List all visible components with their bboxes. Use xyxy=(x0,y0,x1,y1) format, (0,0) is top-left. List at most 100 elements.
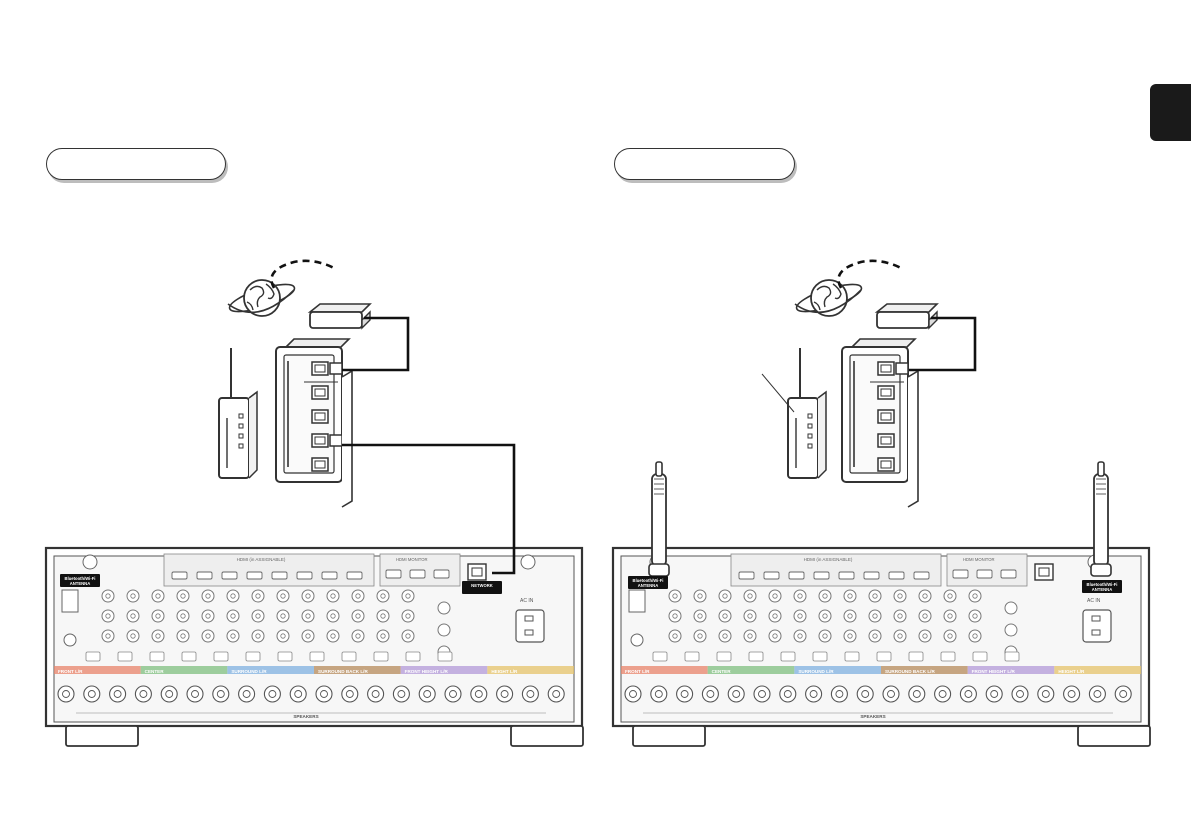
hdmi-input-port xyxy=(346,571,363,580)
control-port xyxy=(1004,651,1020,662)
antenna-tip xyxy=(1097,461,1105,477)
speaker-terminal-post xyxy=(320,690,328,698)
status-led xyxy=(238,443,244,449)
ac-inlet xyxy=(515,609,545,643)
control-port xyxy=(437,651,453,662)
rca-jack-center xyxy=(947,633,953,639)
am-terminal xyxy=(61,589,79,613)
status-led xyxy=(807,413,813,419)
rca-jack-center xyxy=(205,613,211,619)
network-port-label-box xyxy=(462,581,502,594)
rca-jack-center xyxy=(105,613,111,619)
hdmi-input-port xyxy=(788,571,805,580)
speaker-terminal-post xyxy=(912,690,921,698)
rca-jack-center xyxy=(355,593,361,599)
speaker-channel-label: FRONT HEIGHT L/R xyxy=(972,669,1016,674)
right-antenna-label-line1: Bluetooth/Wi-Fi xyxy=(1087,582,1118,587)
rca-jack-center xyxy=(822,593,828,599)
component-video-jack xyxy=(437,623,451,637)
hdmi-output-port xyxy=(409,569,426,579)
rca-jack-center xyxy=(255,593,261,599)
hdmi-input-port xyxy=(196,571,213,580)
rca-jack-center xyxy=(697,633,703,639)
right-antenna-label-box xyxy=(1082,580,1122,593)
lan-port-jack xyxy=(314,388,326,397)
rca-jack-center xyxy=(822,613,828,619)
speaker-channel-band xyxy=(487,666,574,674)
rca-jack-center xyxy=(697,593,703,599)
rca-jack-center xyxy=(180,593,186,599)
speaker-terminal-post xyxy=(783,690,792,698)
hdmi-input-port xyxy=(246,571,263,580)
speaker-channel-label: SURROUND BACK L/R xyxy=(885,669,935,674)
rca-jack-center xyxy=(872,593,878,599)
speaker-terminal-post xyxy=(423,690,432,698)
internet-link-dashed-line xyxy=(837,259,902,289)
speaker-terminal-post xyxy=(397,690,406,698)
speaker-terminal-post xyxy=(835,690,844,698)
control-port xyxy=(972,651,988,662)
hdmi-input-port xyxy=(321,571,338,580)
rca-jack-center xyxy=(380,593,386,599)
rca-jack-center xyxy=(180,633,186,639)
speaker-terminal-post xyxy=(629,690,637,698)
speaker-terminal-post xyxy=(732,690,741,698)
ac-pin xyxy=(524,615,534,622)
left-antenna-label-box xyxy=(60,574,100,587)
rca-jack-grid xyxy=(668,589,982,643)
rca-jack-center xyxy=(305,633,311,639)
rca-jack-center xyxy=(130,633,136,639)
rca-jack-center xyxy=(797,633,803,639)
lan-port xyxy=(877,385,895,400)
speaker-terminal-post xyxy=(1016,690,1024,698)
speaker-terminal-post xyxy=(887,690,895,698)
status-led xyxy=(238,413,244,419)
hdmi-input-port xyxy=(888,571,905,580)
control-port xyxy=(245,651,261,662)
rca-jack-center xyxy=(230,593,236,599)
hdmi-input-port xyxy=(296,571,313,580)
hdmi-output-port xyxy=(976,569,993,579)
wifi-antenna-icon xyxy=(1090,461,1112,577)
modem-icon xyxy=(270,259,372,330)
access-point-side xyxy=(817,390,827,479)
lan-port-jack xyxy=(880,436,892,445)
rca-jack-center xyxy=(872,633,878,639)
network-port-label-line1: NETWORK xyxy=(471,583,493,588)
control-port xyxy=(405,651,421,662)
ethernet-plug xyxy=(329,362,343,375)
rca-jack-center xyxy=(105,633,111,639)
router-top xyxy=(850,338,917,348)
speaker-terminal-post xyxy=(87,690,96,698)
component-video-jack xyxy=(437,601,451,615)
modem-front xyxy=(309,311,363,329)
lan-port-jack xyxy=(314,436,326,445)
network-port-jack xyxy=(1038,567,1050,577)
internet-globe-icon xyxy=(227,279,296,317)
rca-jack-center xyxy=(772,633,778,639)
speaker-channel-label: FRONT L/R xyxy=(625,669,650,674)
speaker-terminal-post xyxy=(938,690,947,698)
wireless-access-point-icon xyxy=(218,348,258,479)
status-led xyxy=(807,433,813,439)
control-port xyxy=(780,651,796,662)
speaker-terminal-post xyxy=(526,690,535,698)
speaker-terminal-post xyxy=(294,690,303,698)
speaker-channel-label: SURROUND BACK L/R xyxy=(318,669,368,674)
rca-jack-center xyxy=(230,613,236,619)
control-port xyxy=(748,651,764,662)
antenna-connector xyxy=(520,554,536,570)
network-port-label: NETWORK xyxy=(462,581,502,594)
rca-jack-center xyxy=(305,613,311,619)
ac-pin xyxy=(524,629,534,636)
receiver-foot-right xyxy=(510,725,584,747)
rca-jack-center xyxy=(330,613,336,619)
lan-port-jack xyxy=(314,412,326,421)
lan-port xyxy=(877,361,895,376)
rca-jack-center xyxy=(897,613,903,619)
rca-jack-center xyxy=(772,593,778,599)
hdmi-output-port xyxy=(385,569,402,579)
